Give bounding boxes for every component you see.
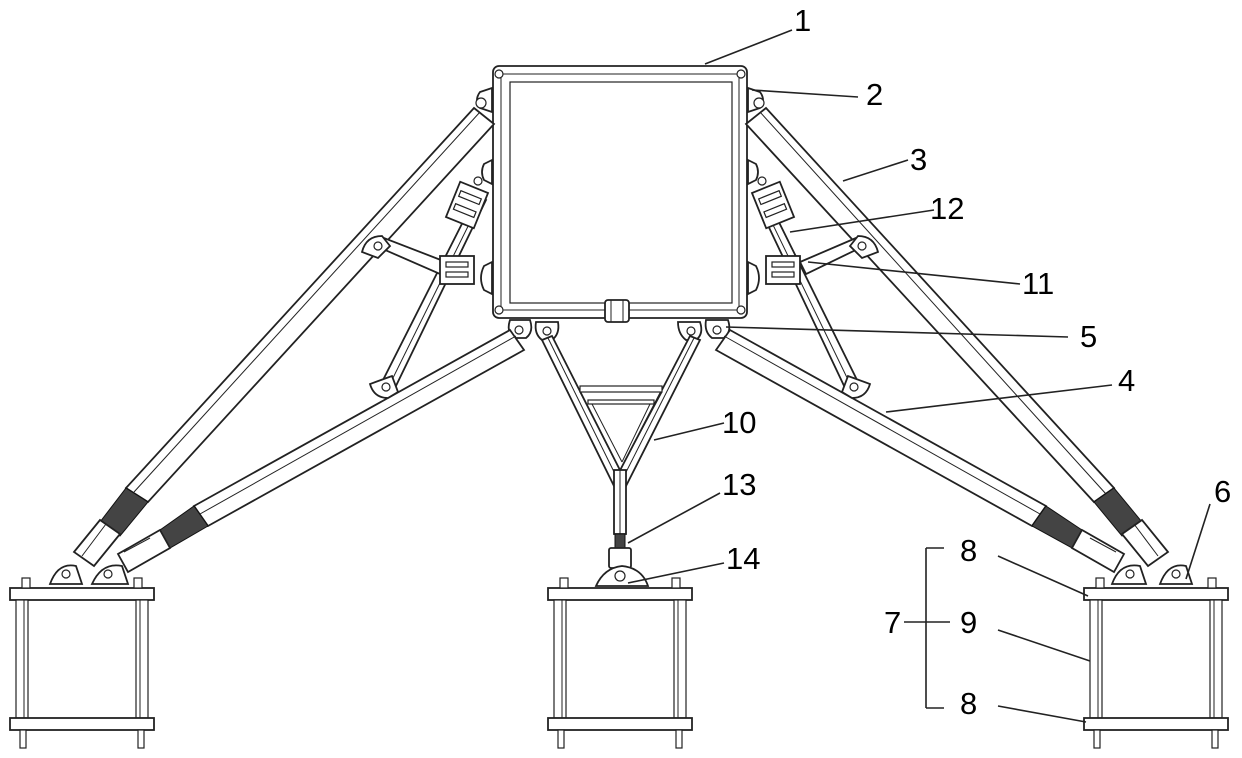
central-v-frame xyxy=(540,334,702,581)
base-right xyxy=(1083,564,1229,749)
left-side-link xyxy=(368,176,490,399)
label-14: 14 xyxy=(726,541,760,576)
label-12: 12 xyxy=(930,191,964,226)
label-8-bottom: 8 xyxy=(960,686,977,721)
right-upper-strut xyxy=(744,97,1170,568)
label-11: 11 xyxy=(1022,266,1054,301)
base-center xyxy=(547,565,693,749)
central-frame xyxy=(476,65,764,341)
label-6: 6 xyxy=(1214,474,1231,509)
right-lower-strut xyxy=(714,328,1126,574)
label-2: 2 xyxy=(866,77,883,112)
label-4: 4 xyxy=(1118,363,1135,398)
right-side-link xyxy=(750,176,872,399)
label-13: 13 xyxy=(722,467,756,502)
leader-lines xyxy=(627,29,1211,723)
left-cross-brace xyxy=(360,235,475,285)
left-lower-strut xyxy=(116,328,526,574)
label-10: 10 xyxy=(722,405,756,440)
label-5: 5 xyxy=(1080,319,1097,354)
label-7: 7 xyxy=(884,605,901,640)
part-labels: 1 2 3 12 11 5 4 10 13 14 6 8 7 9 8 xyxy=(722,3,1231,721)
label-8-top: 8 xyxy=(960,533,977,568)
right-cross-brace xyxy=(765,235,880,285)
left-upper-strut xyxy=(72,97,496,568)
base-left xyxy=(9,564,155,749)
label-1: 1 xyxy=(794,3,811,38)
label-9: 9 xyxy=(960,605,977,640)
label-3: 3 xyxy=(910,142,927,177)
